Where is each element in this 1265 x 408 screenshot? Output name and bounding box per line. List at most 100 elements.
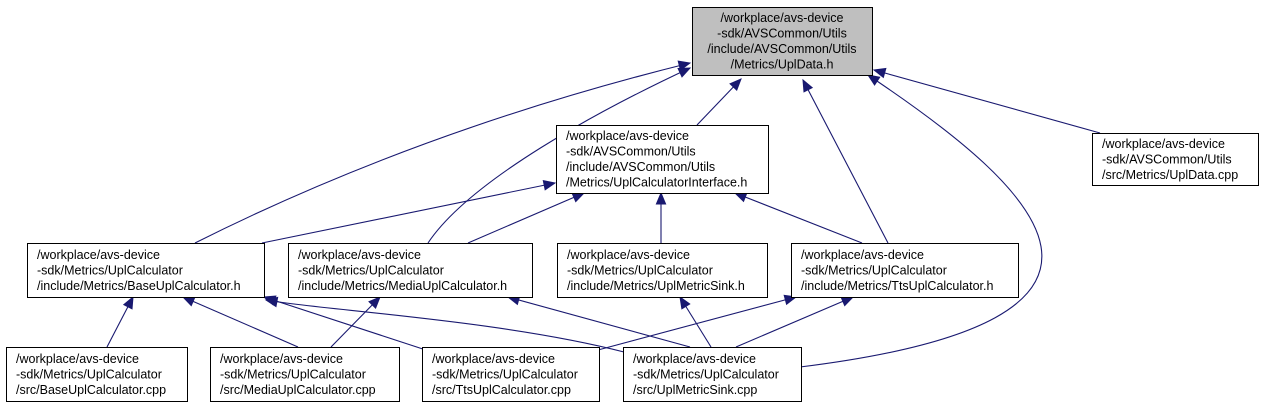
edge-line [330, 296, 381, 348]
arrowhead-icon [840, 296, 855, 307]
node-label-line: -sdk/AVSCommon/Utils [566, 145, 696, 159]
node-label-line: /include/AVSCommon/Utils [566, 160, 715, 174]
node-label-line: /workplace/avs-device [1102, 137, 1225, 151]
node-label-line: /include/AVSCommon/Utils [707, 42, 856, 56]
edge-media_upl_cpp-to-base_upl_h [181, 296, 299, 348]
edge-line [802, 79, 889, 244]
edge-line [263, 296, 433, 353]
node-base-upl-h[interactable]: /workplace/avs-device-sdk/Metrics/UplCal… [27, 243, 265, 298]
node-label-line: /src/BaseUplCalculator.cpp [16, 383, 166, 397]
edge-tts_upl_h-to-upl_calc_iface_h [733, 192, 863, 244]
node-label-line: /workplace/avs-device [567, 248, 690, 262]
node-box [27, 243, 265, 298]
node-label-line: -sdk/AVSCommon/Utils [1102, 152, 1232, 166]
edge-line [507, 296, 691, 348]
node-label-line: /workplace/avs-device [298, 248, 421, 262]
arrowhead-icon [571, 192, 586, 203]
edge-base_upl_h-to-upl_calc_iface_h [261, 180, 557, 244]
node-label-line: /workplace/avs-device [220, 352, 343, 366]
edge-media_upl_h-to-upldata_h [427, 67, 692, 244]
node-box [6, 347, 188, 402]
edge-upl_sink_cpp-to-media_upl_h [506, 294, 691, 348]
node-label-line: -sdk/Metrics/UplCalculator [37, 263, 183, 277]
edge-line [734, 192, 863, 244]
edge-line [182, 296, 299, 348]
node-media-upl-cpp[interactable]: /workplace/avs-device-sdk/Metrics/UplCal… [210, 347, 400, 402]
node-base-upl-cpp[interactable]: /workplace/avs-device-sdk/Metrics/UplCal… [6, 347, 188, 402]
node-label-line: -sdk/Metrics/UplCalculator [220, 367, 366, 381]
edge-tts_upl_cpp-to-tts_upl_h [597, 294, 798, 351]
node-upldata-h[interactable]: /workplace/avs-device -sdk/AVSCommon/Util… [692, 7, 873, 76]
node-box [288, 243, 533, 298]
arrowhead-icon [679, 295, 691, 310]
edge-media_upl_cpp-to-media_upl_h [330, 296, 381, 348]
node-label-line: /src/MediaUplCalculator.cpp [220, 383, 376, 397]
node-box [623, 347, 802, 402]
edge-upl_sink_cpp-to-upldata_h [799, 74, 1043, 368]
node-label-line: /workplace/avs-device [16, 352, 139, 366]
node-label-line: -sdk/Metrics/UplCalculator [432, 367, 578, 381]
edge-line [427, 67, 691, 244]
nodes-layer: /workplace/avs-device-sdk/AVSCommon/Util… [6, 7, 1259, 402]
edge-line [597, 296, 797, 351]
node-label-line: /include/Metrics/UplMetricSink.h [567, 279, 745, 293]
arrowhead-icon [655, 191, 667, 205]
node-upldata-cpp[interactable]: /workplace/avs-device-sdk/AVSCommon/Util… [1092, 133, 1259, 186]
arrowhead-icon [729, 78, 742, 92]
node-box [1092, 133, 1259, 186]
node-upl-calc-iface-h[interactable]: /workplace/avs-device -sdk/AVSCommon/Util… [556, 125, 769, 194]
arrowhead-icon [542, 180, 557, 191]
node-label-line: /Metrics/UplCalculatorInterface.h [566, 176, 747, 190]
node-label-line: /workplace/avs-device [801, 248, 924, 262]
arrowhead-icon [866, 74, 881, 86]
arrowhead-icon [122, 295, 134, 310]
node-label-line: -sdk/AVSCommon/Utils [717, 27, 847, 41]
edge-upl_sink_cpp-to-upl_sink_h [679, 295, 712, 348]
arrowhead-icon [264, 296, 279, 308]
node-tts-upl-h[interactable]: /workplace/avs-device-sdk/Metrics/UplCal… [791, 243, 1019, 298]
arrowhead-icon [181, 296, 196, 307]
edge-line [194, 62, 691, 244]
node-label-line: /workplace/avs-device [432, 352, 555, 366]
edge-upl_sink_cpp-to-tts_upl_h [735, 296, 855, 348]
node-label-line: /src/TtsUplCalculator.cpp [432, 383, 571, 397]
node-label-line: /include/Metrics/BaseUplCalculator.h [37, 279, 241, 293]
node-upl-sink-h[interactable]: /workplace/avs-device-sdk/Metrics/UplCal… [557, 243, 768, 298]
edge-upl_sink_h-to-upl_calc_iface_h [655, 191, 667, 243]
arrowhead-icon [802, 78, 814, 93]
node-label-line: /workplace/avs-device [721, 11, 844, 25]
edge-line [265, 299, 625, 353]
edge-line [467, 192, 585, 244]
node-label-line: /include/Metrics/TtsUplCalculator.h [801, 279, 993, 293]
arrowhead-icon [872, 67, 887, 79]
node-label-line: /src/Metrics/UplData.cpp [1102, 168, 1238, 182]
edge-line [735, 296, 854, 348]
arrowhead-icon [733, 192, 748, 203]
node-box [692, 7, 873, 76]
edge-line [799, 74, 1043, 368]
node-label-line: /workplace/avs-device [633, 352, 756, 366]
node-label-line: -sdk/Metrics/UplCalculator [567, 263, 713, 277]
node-box [557, 243, 768, 298]
node-label-line: -sdk/Metrics/UplCalculator [16, 367, 162, 381]
edge-upldata_cpp-to-upldata_h [872, 67, 1101, 134]
node-box [422, 347, 600, 402]
node-box [556, 125, 769, 194]
node-tts-upl-cpp[interactable]: /workplace/avs-device-sdk/Metrics/UplCal… [422, 347, 600, 402]
arrowhead-icon [677, 67, 692, 78]
node-label-line: -sdk/Metrics/UplCalculator [801, 263, 947, 277]
edge-tts_upl_h-to-upldata_h [802, 78, 889, 244]
edge-media_upl_h-to-upl_calc_iface_h [467, 192, 586, 244]
node-media-upl-h[interactable]: /workplace/avs-device-sdk/Metrics/UplCal… [288, 243, 533, 298]
node-label-line: /workplace/avs-device [566, 129, 689, 143]
edge-upl_calc_iface_h-to-upldata_h [696, 78, 742, 126]
node-upl-sink-cpp[interactable]: /workplace/avs-device-sdk/Metrics/UplCal… [623, 347, 802, 402]
edge-line [873, 69, 1101, 134]
edge-base_upl_cpp-to-base_upl_h [106, 295, 134, 348]
edges-layer [106, 60, 1101, 368]
node-label-line: -sdk/Metrics/UplCalculator [633, 367, 779, 381]
node-label-line: /include/Metrics/MediaUplCalculator.h [298, 279, 507, 293]
node-box [210, 347, 400, 402]
edge-upl_sink_cpp-to-base_upl_h [264, 296, 625, 353]
